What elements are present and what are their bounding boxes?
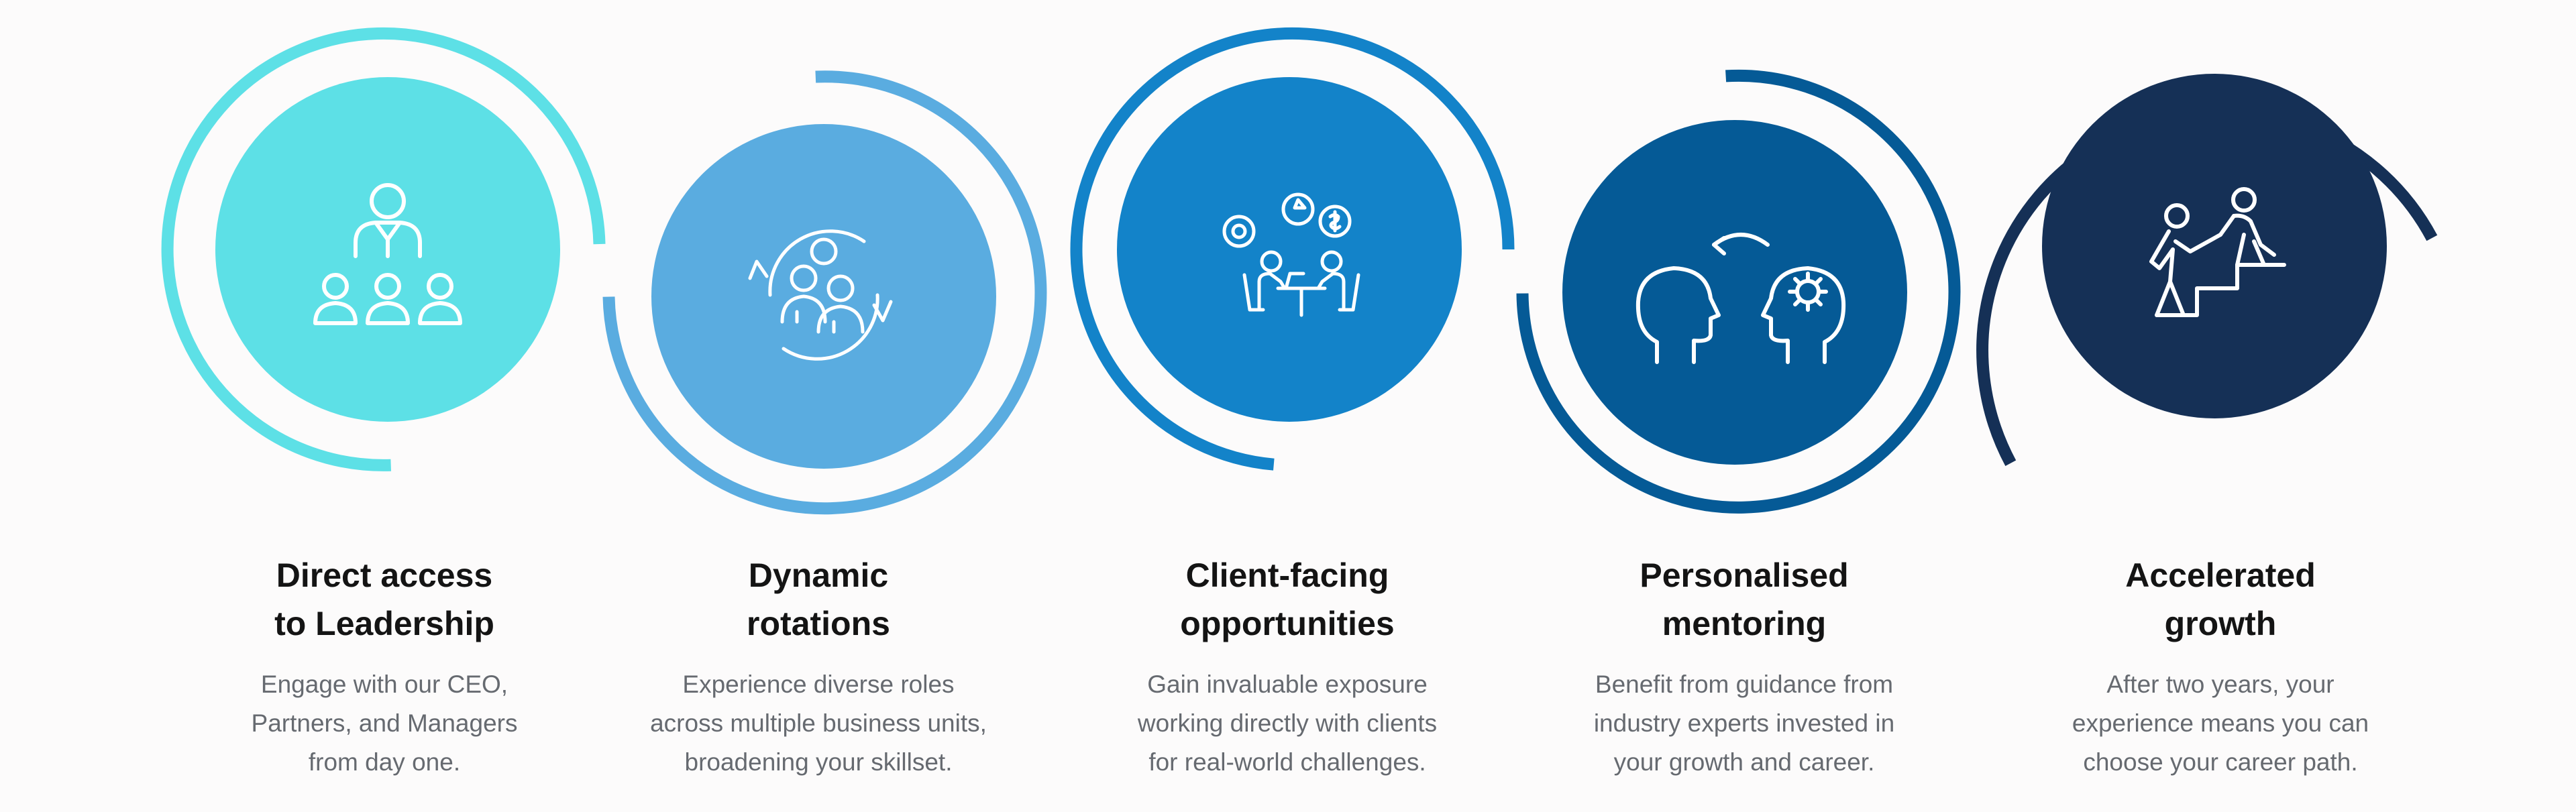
arc-3 xyxy=(1070,27,1515,471)
step-description: Gain invaluable exposure working directl… xyxy=(1137,671,1438,776)
climbing-stairs-icon xyxy=(2143,181,2291,322)
arc-4 xyxy=(1516,69,1961,514)
step-title: Dynamic rotations xyxy=(747,557,890,642)
circle-3 xyxy=(1117,77,1462,422)
arc-1 xyxy=(161,27,606,471)
circle-5 xyxy=(2042,74,2387,418)
step-title: Accelerated growth xyxy=(2125,557,2316,642)
step-title: Personalised mentoring xyxy=(1640,557,1849,642)
step-title: Client-facing opportunities xyxy=(1180,557,1395,642)
step-description: Benefit from guidance from industry expe… xyxy=(1593,671,1895,776)
circle-4 xyxy=(1562,120,1907,465)
rotating-team-icon xyxy=(730,215,918,375)
circle-2 xyxy=(651,124,996,469)
step-description: Experience diverse roles across multiple… xyxy=(650,671,987,776)
step-description: After two years, your experience means y… xyxy=(2072,671,2369,776)
step-description: Engage with our CEO, Partners, and Manag… xyxy=(251,671,518,776)
leadership-hierarchy-icon xyxy=(301,176,475,330)
arc-2 xyxy=(602,70,1047,515)
step-title: Direct access to Leadership xyxy=(274,557,494,642)
client-meeting-icon xyxy=(1211,188,1385,329)
mentoring-heads-icon xyxy=(1630,215,1851,375)
